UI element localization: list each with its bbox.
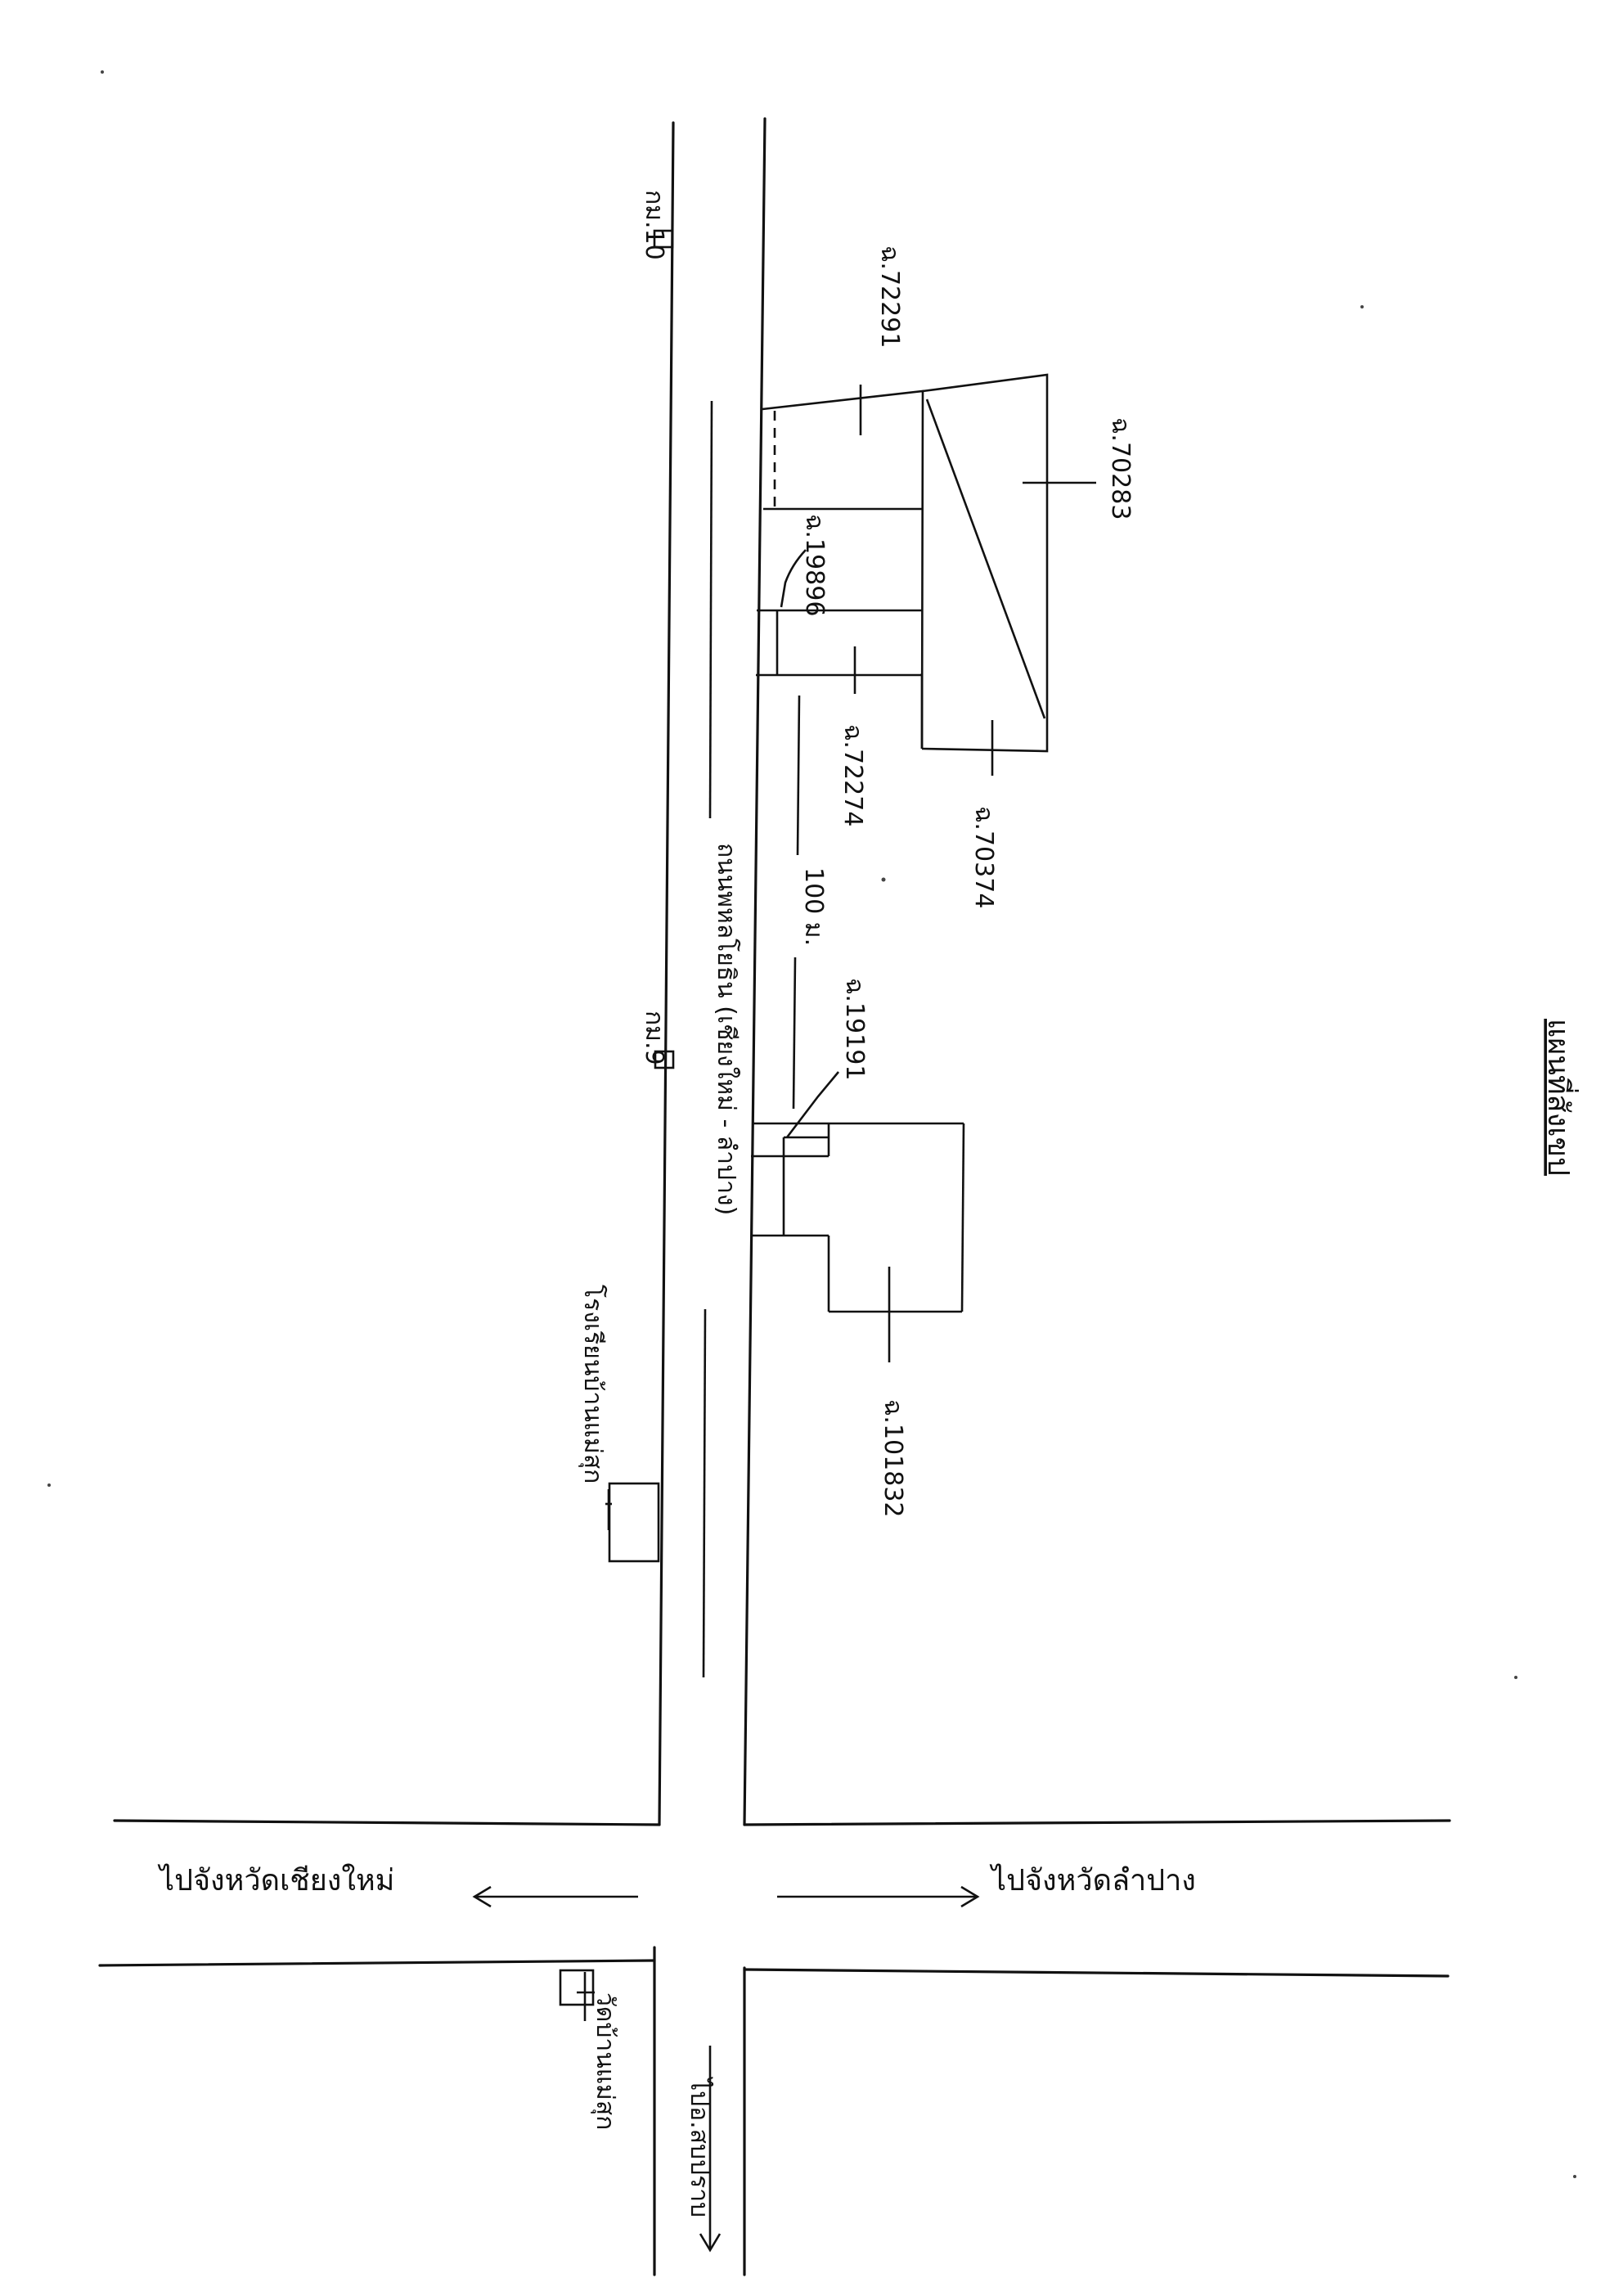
road-name-label: ถนนพหลโยธิน (เชียงใหม่ - ลำปาง): [712, 843, 741, 1215]
temple-label: วัดบ้านแม่สุก: [590, 1992, 619, 2130]
deed-70374-label: ฉ.70374: [969, 806, 998, 908]
km9-marker: [654, 1050, 675, 1069]
main-highway: [653, 117, 767, 2276]
deed-70283-label: ฉ.70283: [1106, 417, 1135, 520]
distance-label: 100 ม.: [799, 867, 828, 946]
map-title: แผนที่สังเขป: [1541, 1019, 1579, 1176]
distance-marker: [792, 695, 801, 1110]
deed-19896-label: ฉ.19896: [800, 514, 829, 616]
direction-north-label: ไปจังหวัดเชียงใหม่: [157, 1863, 394, 1898]
km10-label: กม.10: [640, 190, 668, 260]
parcel-group-south: [751, 1071, 965, 1362]
deed-19191-label: ฉ.19191: [840, 978, 869, 1080]
km9-label: กม.9: [640, 1011, 668, 1065]
direction-west-label: ไปอ.สบปราบ: [685, 2077, 714, 2217]
km10-marker: [653, 229, 674, 249]
cross-road: [98, 1819, 1451, 2253]
school-label: โรงเรียนบ้านแม่สุก: [578, 1285, 608, 1483]
temple-symbol: [559, 1969, 595, 2021]
direction-south-label: ไปจังหวัดลำปาง: [989, 1863, 1196, 1898]
deed-72274-label: ฉ.72274: [838, 724, 867, 826]
scan-noise: [47, 70, 1576, 2178]
school-symbol: [605, 1482, 660, 1563]
parcel-group-north: [756, 373, 1096, 776]
deed-101832-label: ฉ.101832: [879, 1399, 907, 1518]
deed-72291-label: ฉ.72291: [875, 245, 904, 348]
